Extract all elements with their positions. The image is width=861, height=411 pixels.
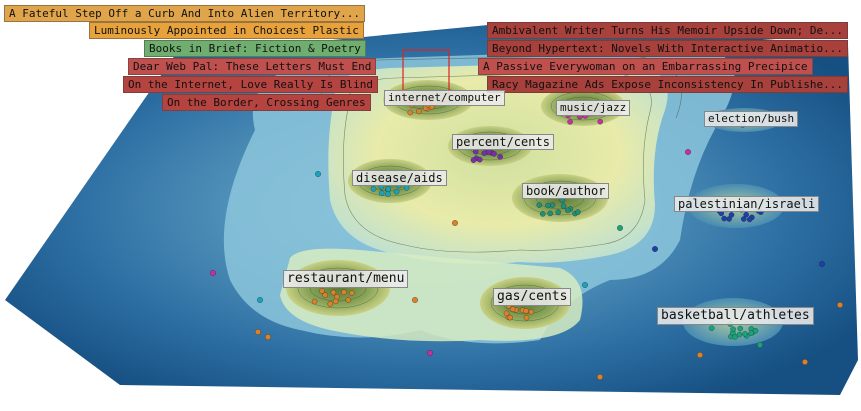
document-marker[interactable] <box>403 185 410 191</box>
document-marker[interactable] <box>597 374 603 380</box>
document-marker[interactable] <box>685 149 691 155</box>
document-marker[interactable] <box>322 292 328 298</box>
document-marker[interactable] <box>349 290 355 296</box>
document-marker[interactable] <box>503 310 510 317</box>
document-marker[interactable] <box>210 270 216 276</box>
document-marker[interactable] <box>728 212 735 218</box>
document-marker[interactable] <box>742 331 748 337</box>
document-marker[interactable] <box>721 215 727 222</box>
document-marker[interactable] <box>509 306 516 313</box>
document-marker[interactable] <box>378 190 385 196</box>
document-marker[interactable] <box>536 202 543 208</box>
headline-left-3[interactable]: Dear Web Pal: These Letters Must End <box>128 58 377 75</box>
document-marker[interactable] <box>393 189 400 195</box>
document-marker[interactable] <box>567 119 573 125</box>
cluster-label-internet-computer[interactable]: internet/computer <box>384 90 505 106</box>
document-marker[interactable] <box>748 330 754 336</box>
headline-left-0[interactable]: A Fateful Step Off a Curb And Into Alien… <box>4 5 365 22</box>
document-marker[interactable] <box>427 350 433 356</box>
document-marker[interactable] <box>334 294 340 300</box>
headline-right-0[interactable]: Ambivalent Writer Turns His Memoir Upsid… <box>487 22 848 39</box>
document-marker[interactable] <box>757 342 763 348</box>
document-marker[interactable] <box>565 207 571 214</box>
cluster-label-percent-cents[interactable]: percent/cents <box>452 134 554 150</box>
headline-left-1[interactable]: Luminously Appointed in Choicest Plastic <box>89 22 364 39</box>
document-marker[interactable] <box>540 211 546 217</box>
headline-left-5[interactable]: On the Border, Crossing Genres <box>162 94 371 111</box>
document-marker[interactable] <box>327 301 334 307</box>
document-marker[interactable] <box>743 211 749 218</box>
document-marker[interactable] <box>746 216 753 223</box>
document-marker[interactable] <box>255 329 261 335</box>
document-marker[interactable] <box>507 314 513 321</box>
headline-left-2[interactable]: Books in Brief: Fiction & Poetry <box>144 40 366 57</box>
cluster-label-book-author[interactable]: book/author <box>522 183 610 199</box>
cluster-label-gas-cents[interactable]: gas/cents <box>493 288 572 306</box>
document-marker[interactable] <box>345 297 352 303</box>
document-marker[interactable] <box>265 334 271 340</box>
headline-right-1[interactable]: Beyond Hypertext: Novels With Interactiv… <box>487 40 848 57</box>
document-marker[interactable] <box>481 150 487 156</box>
document-marker[interactable] <box>319 288 325 294</box>
document-marker[interactable] <box>617 225 623 231</box>
document-marker[interactable] <box>741 216 747 222</box>
document-marker[interactable] <box>311 298 318 305</box>
cluster-label-basketball-athletes[interactable]: basketball/athletes <box>657 307 814 325</box>
headline-right-3[interactable]: Racy Magazine Ads Expose Inconsistency I… <box>487 76 848 93</box>
document-marker[interactable] <box>560 203 567 209</box>
headline-left-4[interactable]: On the Internet, Love Really Is Blind <box>123 76 379 93</box>
document-marker[interactable] <box>412 297 418 303</box>
document-marker[interactable] <box>597 118 603 125</box>
document-marker[interactable] <box>385 186 391 193</box>
document-marker[interactable] <box>547 210 553 217</box>
document-marker[interactable] <box>555 209 561 215</box>
document-marker[interactable] <box>819 261 825 267</box>
cluster-label-music-jazz[interactable]: music/jazz <box>556 100 631 116</box>
document-marker[interactable] <box>708 325 715 331</box>
document-marker[interactable] <box>315 171 321 177</box>
document-marker[interactable] <box>736 331 743 338</box>
document-marker[interactable] <box>837 302 843 308</box>
document-marker[interactable] <box>370 186 377 192</box>
document-marker[interactable] <box>407 109 414 116</box>
document-marker[interactable] <box>486 149 492 155</box>
document-marker[interactable] <box>452 220 458 226</box>
document-marker[interactable] <box>582 282 588 288</box>
document-marker[interactable] <box>697 352 703 358</box>
document-marker[interactable] <box>737 325 744 332</box>
document-marker[interactable] <box>477 156 483 163</box>
cluster-label-election-bush[interactable]: election/bush <box>704 111 799 127</box>
document-marker[interactable] <box>732 334 738 340</box>
document-marker[interactable] <box>575 209 581 215</box>
document-marker[interactable] <box>497 154 503 160</box>
document-marker[interactable] <box>549 202 556 208</box>
cluster-label-disease-aids[interactable]: disease/aids <box>352 170 447 186</box>
document-marker[interactable] <box>330 289 337 296</box>
cluster-label-palestinian-israeli[interactable]: palestinian/israeli <box>674 196 820 212</box>
document-marker[interactable] <box>528 309 535 315</box>
document-marker[interactable] <box>752 328 759 334</box>
document-marker[interactable] <box>523 308 529 314</box>
cluster-label-restaurant-menu[interactable]: restaurant/menu <box>283 270 409 288</box>
document-marker[interactable] <box>523 314 530 321</box>
document-marker[interactable] <box>332 298 339 305</box>
document-marker[interactable] <box>385 191 391 197</box>
document-marker[interactable] <box>491 151 497 157</box>
document-marker[interactable] <box>470 157 477 163</box>
document-marker[interactable] <box>726 216 732 222</box>
document-marker[interactable] <box>416 108 422 115</box>
document-marker[interactable] <box>802 359 808 365</box>
document-marker[interactable] <box>257 297 263 303</box>
document-marker[interactable] <box>652 246 658 252</box>
document-marker[interactable] <box>545 202 551 209</box>
headline-right-2[interactable]: A Passive Everywoman on an Embarrassing … <box>478 58 813 75</box>
document-marker[interactable] <box>730 326 736 332</box>
document-marker[interactable] <box>341 289 347 295</box>
